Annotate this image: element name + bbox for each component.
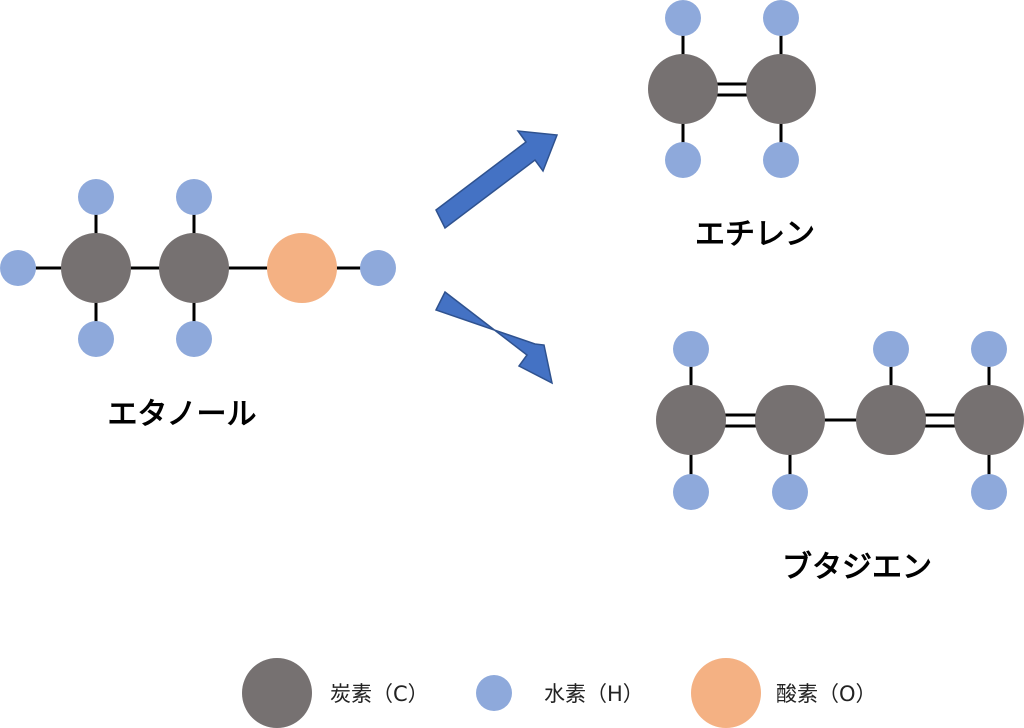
carbon-atom: [856, 385, 926, 455]
legend-oxygen-swatch: [691, 658, 761, 728]
arrow-to-butadiene: [434, 290, 554, 385]
hydrogen-atom: [673, 474, 709, 510]
legend-carbon-swatch: [242, 658, 312, 728]
legend-hydrogen-label: 水素（H）: [544, 682, 644, 706]
hydrogen-atom: [360, 250, 396, 286]
hydrogen-atom: [665, 142, 701, 178]
carbon-atom: [954, 385, 1024, 455]
carbon-atom: [656, 385, 726, 455]
ethylene-atoms: [648, 0, 816, 178]
butadiene-molecule: [689, 349, 991, 492]
carbon-atom: [61, 233, 131, 303]
hydrogen-atom: [665, 0, 701, 36]
hydrogen-atom: [772, 474, 808, 510]
hydrogen-atom: [873, 331, 909, 367]
carbon-atom: [159, 233, 229, 303]
butadiene-label: ブタジエン: [782, 550, 932, 585]
carbon-atom: [755, 385, 825, 455]
hydrogen-atom: [971, 331, 1007, 367]
carbon-atom: [648, 54, 718, 124]
hydrogen-atom: [176, 321, 212, 357]
arrow-to-ethylene: [435, 130, 559, 230]
hydrogen-atom: [78, 179, 114, 215]
ethanol-label: エタノール: [107, 397, 256, 432]
ethylene-label: エチレン: [695, 217, 815, 252]
legend: 炭素（C） 水素（H） 酸素（O）: [242, 658, 877, 728]
legend-carbon-label: 炭素（C）: [330, 682, 429, 706]
legend-oxygen-label: 酸素（O）: [776, 682, 877, 706]
hydrogen-atom: [78, 321, 114, 357]
hydrogen-atom: [763, 142, 799, 178]
ethanol-atoms: [0, 179, 396, 357]
oxygen-atom: [267, 233, 337, 303]
butadiene-atoms: [656, 331, 1024, 510]
legend-hydrogen-swatch: [476, 675, 512, 711]
hydrogen-atom: [763, 0, 799, 36]
carbon-atom: [746, 54, 816, 124]
hydrogen-atom: [176, 179, 212, 215]
hydrogen-atom: [0, 250, 36, 286]
hydrogen-atom: [971, 474, 1007, 510]
hydrogen-atom: [673, 331, 709, 367]
